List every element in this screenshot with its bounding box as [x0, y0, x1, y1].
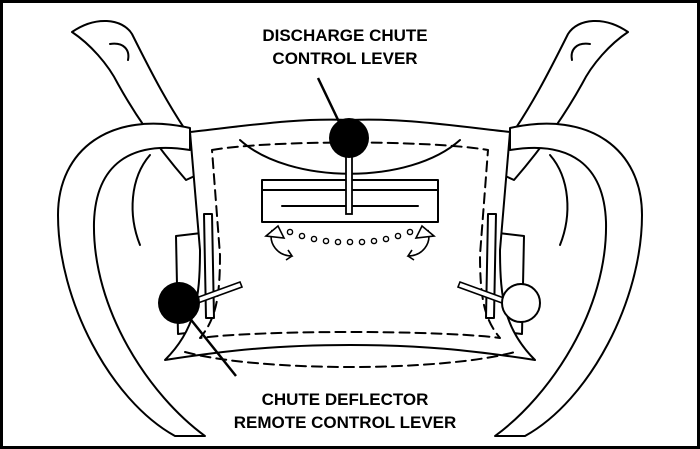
discharge-label-line2: CONTROL LEVER [272, 49, 417, 68]
right-deflector-lever[interactable] [456, 280, 541, 323]
left-handle-grip-line [109, 42, 130, 61]
position-dot [382, 235, 390, 243]
position-dot [394, 232, 402, 240]
right-handle-grip-line [570, 42, 591, 61]
chute-rotation-arrows [264, 224, 436, 261]
discharge-lever-shaft [345, 149, 353, 215]
discharge-chute-control-lever[interactable] [329, 118, 369, 215]
position-dot [346, 238, 354, 246]
position-dot [322, 237, 330, 245]
right-bail-loop [494, 122, 643, 437]
left-bail-loop [57, 122, 206, 437]
position-dot [310, 235, 318, 243]
position-dot [406, 228, 414, 236]
left-chute-symbol [264, 224, 286, 239]
deflector-label-line1: CHUTE DEFLECTOR [262, 390, 429, 409]
position-dot [370, 237, 378, 245]
discharge-leader-line [316, 77, 342, 125]
right-bail-inner [549, 154, 569, 246]
right-deflector-lever-knob[interactable] [501, 283, 541, 323]
discharge-label-line1: DISCHARGE CHUTE [262, 26, 427, 45]
left-bail-inner [131, 154, 151, 246]
right-chute-symbol [414, 224, 436, 239]
position-dot [298, 232, 306, 240]
deflector-lever-knob[interactable] [158, 282, 200, 324]
console-dashed-outline [199, 141, 501, 339]
position-dot [334, 238, 342, 246]
deflector-label-line2: REMOTE CONTROL LEVER [234, 413, 457, 432]
deflector-leader-line [187, 315, 237, 377]
position-dot [358, 238, 366, 246]
console-bottom-dashed [184, 351, 516, 368]
discharge-lever-knob[interactable] [329, 118, 369, 158]
position-indicator-dots [286, 228, 414, 246]
left-deflector-slot [203, 213, 215, 319]
right-deflector-slot [485, 213, 497, 319]
chute-deflector-remote-control-lever[interactable] [158, 280, 244, 324]
position-dot [286, 228, 294, 236]
